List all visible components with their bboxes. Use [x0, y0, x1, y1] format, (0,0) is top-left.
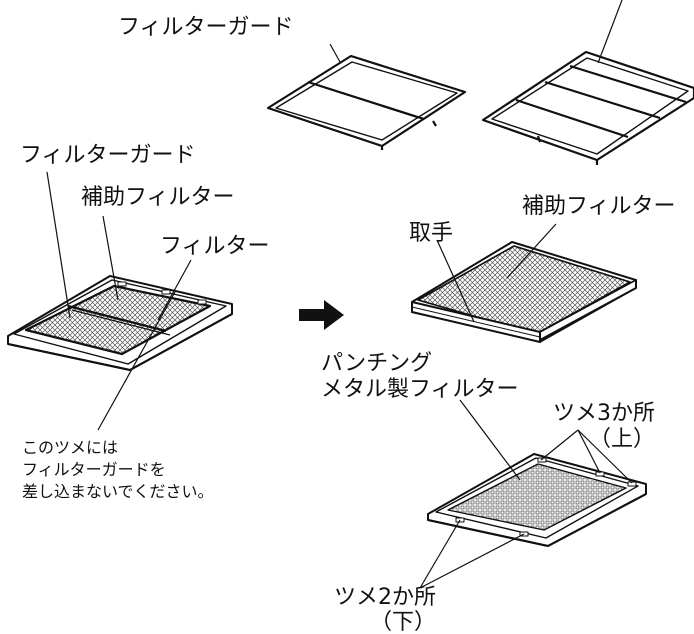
- right-upper-leaders: [436, 223, 557, 323]
- label-claw-bottom-line1: ツメ2か所: [334, 585, 436, 610]
- label-aux-filter-left: 補助フィルター: [81, 185, 235, 210]
- left-leaders: [46, 171, 192, 431]
- filter-guard-two-pane: [266, 54, 467, 150]
- note-line1: このツメには: [22, 438, 119, 457]
- label-filter-guard-left: フィルターガード: [20, 143, 196, 168]
- label-filter-left: フィルター: [160, 234, 270, 259]
- filter-guard-three-pane: [481, 50, 694, 165]
- note-line2: フィルターガードを: [22, 460, 166, 479]
- label-claw-top-line2: （上）: [589, 427, 656, 452]
- punching-leaders: [419, 399, 633, 589]
- label-claw-top-line1: ツメ3か所: [553, 401, 655, 426]
- leader-guard-top: [329, 43, 341, 63]
- label-aux-filter-right: 補助フィルター: [522, 194, 676, 219]
- label-punching-line2: メタル製フィルター: [321, 377, 519, 402]
- assembled-filter-left: [7, 275, 233, 371]
- leader-guard-right: [597, 0, 623, 64]
- label-punching-line1: パンチング: [321, 351, 433, 376]
- note-line3: 差し込まないでください。: [22, 482, 214, 501]
- label-handle: 取手: [409, 221, 454, 246]
- label-claw-bottom-line2: （下）: [370, 610, 437, 634]
- punching-metal-filter: [427, 453, 647, 547]
- filter-with-aux-right: [411, 241, 637, 343]
- arrow-icon: [299, 300, 344, 330]
- label-filter-guard-top: フィルターガード: [118, 15, 294, 40]
